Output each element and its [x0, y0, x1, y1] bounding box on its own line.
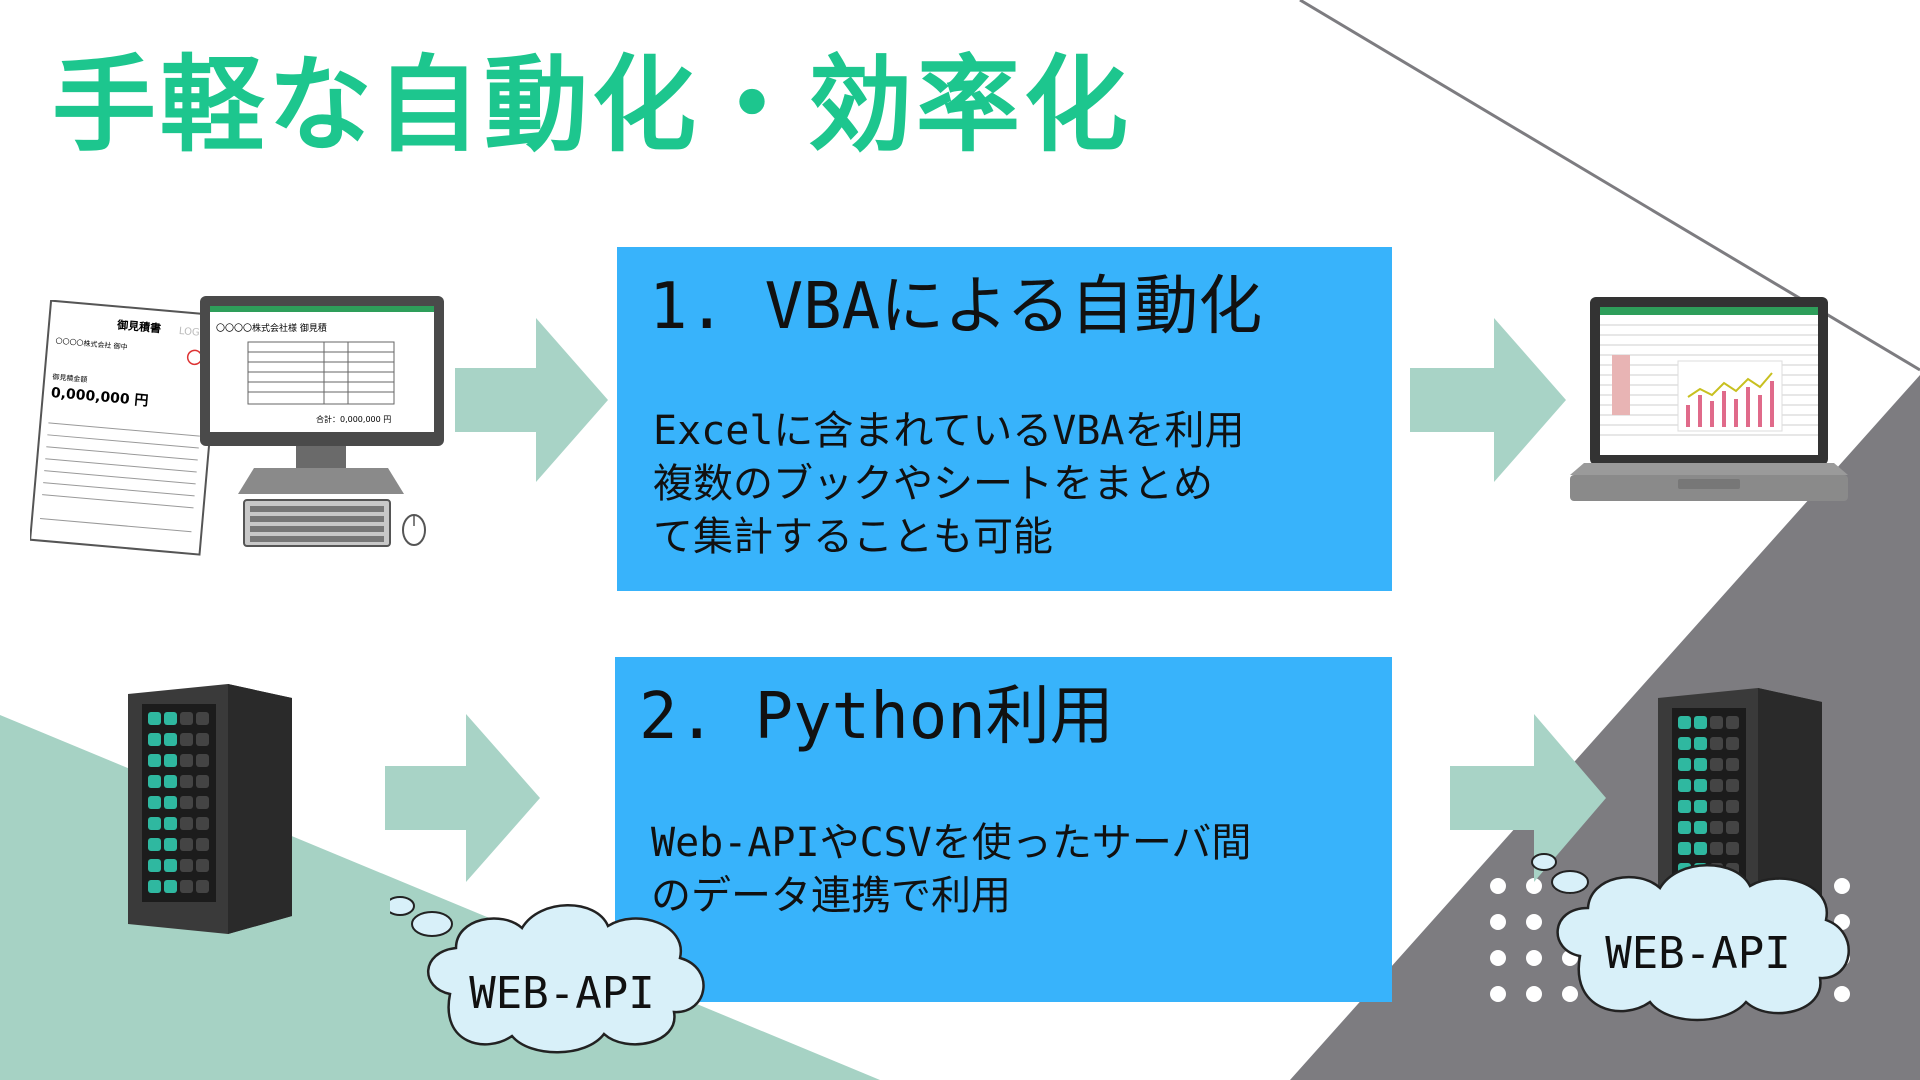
drive-bay: [1726, 758, 1739, 771]
section-heading: 2. Python利用: [639, 680, 1114, 754]
drive-bay: [148, 817, 161, 830]
server-icon: [128, 684, 292, 934]
drive-bay: [1710, 842, 1723, 855]
drive-bay: [180, 775, 193, 788]
drive-bay: [1694, 842, 1707, 855]
arrow-right-icon: [1450, 714, 1606, 882]
drive-bay: [196, 859, 209, 872]
section-body: Web-APIやCSVを使ったサーバ間 のデータ連携で利用: [651, 817, 1251, 923]
drive-bay: [1726, 737, 1739, 750]
drive-bay: [196, 880, 209, 893]
section-heading: 1. VBAによる自動化: [649, 270, 1263, 344]
drive-bay: [148, 712, 161, 725]
drive-bay: [164, 754, 177, 767]
drive-bay: [1678, 716, 1691, 729]
drive-bay: [180, 859, 193, 872]
drive-bay: [148, 733, 161, 746]
drive-bay: [164, 775, 177, 788]
drive-bay: [180, 712, 193, 725]
drive-bay: [1678, 800, 1691, 813]
arrow-right-icon: [1410, 318, 1566, 482]
drive-bay: [148, 754, 161, 767]
drive-bay: [180, 754, 193, 767]
drive-bay: [148, 880, 161, 893]
drive-bay: [164, 796, 177, 809]
drive-bay: [1694, 821, 1707, 834]
desktop-pc-icon: 〇〇〇〇株式会社様 御見積 合計：0,000,000 円: [200, 296, 444, 547]
section-panel-python: 2. Python利用 Web-APIやCSVを使ったサーバ間 のデータ連携で利…: [615, 657, 1392, 1002]
drive-bay: [1710, 821, 1723, 834]
drive-bay: [1710, 758, 1723, 771]
drive-bay: [164, 817, 177, 830]
drive-bay: [1726, 821, 1739, 834]
drive-bay: [164, 838, 177, 851]
drive-bay: [148, 838, 161, 851]
drive-bay: [1678, 737, 1691, 750]
drive-bay: [1694, 800, 1707, 813]
drive-bay: [196, 754, 209, 767]
section-line: て集計することも可能: [653, 513, 1053, 560]
drive-bay: [164, 880, 177, 893]
drive-bay: [1710, 779, 1723, 792]
laptop-icon: [1570, 297, 1848, 501]
drive-bay: [1678, 842, 1691, 855]
drive-bay: [1694, 737, 1707, 750]
drive-bay: [180, 796, 193, 809]
drive-bay: [1694, 716, 1707, 729]
drive-bay: [148, 775, 161, 788]
drive-bay: [164, 733, 177, 746]
section-line: のデータ連携で利用: [651, 872, 1011, 919]
section-panel-vba: 1. VBAによる自動化 Excelに含まれているVBAを利用 複数のブックやシ…: [617, 247, 1392, 591]
drive-bay: [196, 817, 209, 830]
drive-bay: [1678, 779, 1691, 792]
mouse-icon: [402, 514, 426, 546]
quote-doc-title: 御見積書: [116, 317, 162, 335]
drive-bay: [196, 838, 209, 851]
drive-bay: [148, 859, 161, 872]
drive-bay: [1710, 800, 1723, 813]
drive-bay: [1726, 842, 1739, 855]
cloud-label-left: WEB-API: [469, 968, 655, 1019]
drive-bay: [1710, 716, 1723, 729]
arrow-right-icon: [385, 714, 540, 882]
cloud-label-right: WEB-API: [1605, 928, 1791, 979]
section-line: 複数のブックやシートをまとめ: [653, 460, 1213, 507]
monitor-total: 合計：0,000,000 円: [316, 414, 391, 424]
amount-label: 御見積金額: [52, 372, 88, 384]
drive-bay: [196, 712, 209, 725]
arrow-right-icon: [455, 318, 608, 482]
section-body: Excelに含まれているVBAを利用 複数のブックやシートをまとめ て集計するこ…: [653, 405, 1244, 563]
cloud-bubble-left: [390, 896, 705, 1054]
drive-bay: [180, 733, 193, 746]
drive-bay: [164, 859, 177, 872]
section-line: Web-APIやCSVを使ったサーバ間: [651, 820, 1252, 866]
drive-bay: [1694, 758, 1707, 771]
drive-bay: [196, 796, 209, 809]
drive-bay: [1710, 737, 1723, 750]
section-line: Excelに含まれているVBAを利用: [653, 408, 1245, 454]
drive-bay: [1726, 800, 1739, 813]
drive-bay: [180, 880, 193, 893]
drive-bay: [148, 796, 161, 809]
drive-bay: [1726, 716, 1739, 729]
quote-document-icon: 御見積書 LOGO 〇〇〇〇株式会社 御中 御見積金額 0,000,000 円: [30, 300, 222, 556]
drive-bay: [196, 775, 209, 788]
drive-bay: [196, 733, 209, 746]
drive-bay: [180, 817, 193, 830]
monitor-header: 〇〇〇〇株式会社様 御見積: [216, 322, 327, 334]
drive-bay: [164, 712, 177, 725]
drive-bay: [1678, 758, 1691, 771]
drive-bay: [180, 838, 193, 851]
page-title: 手軽な自動化・効率化: [52, 44, 1133, 166]
drive-bay: [1726, 779, 1739, 792]
drive-bay: [1694, 779, 1707, 792]
cloud-bubble-right: [1531, 853, 1850, 1022]
drive-bay: [1678, 821, 1691, 834]
